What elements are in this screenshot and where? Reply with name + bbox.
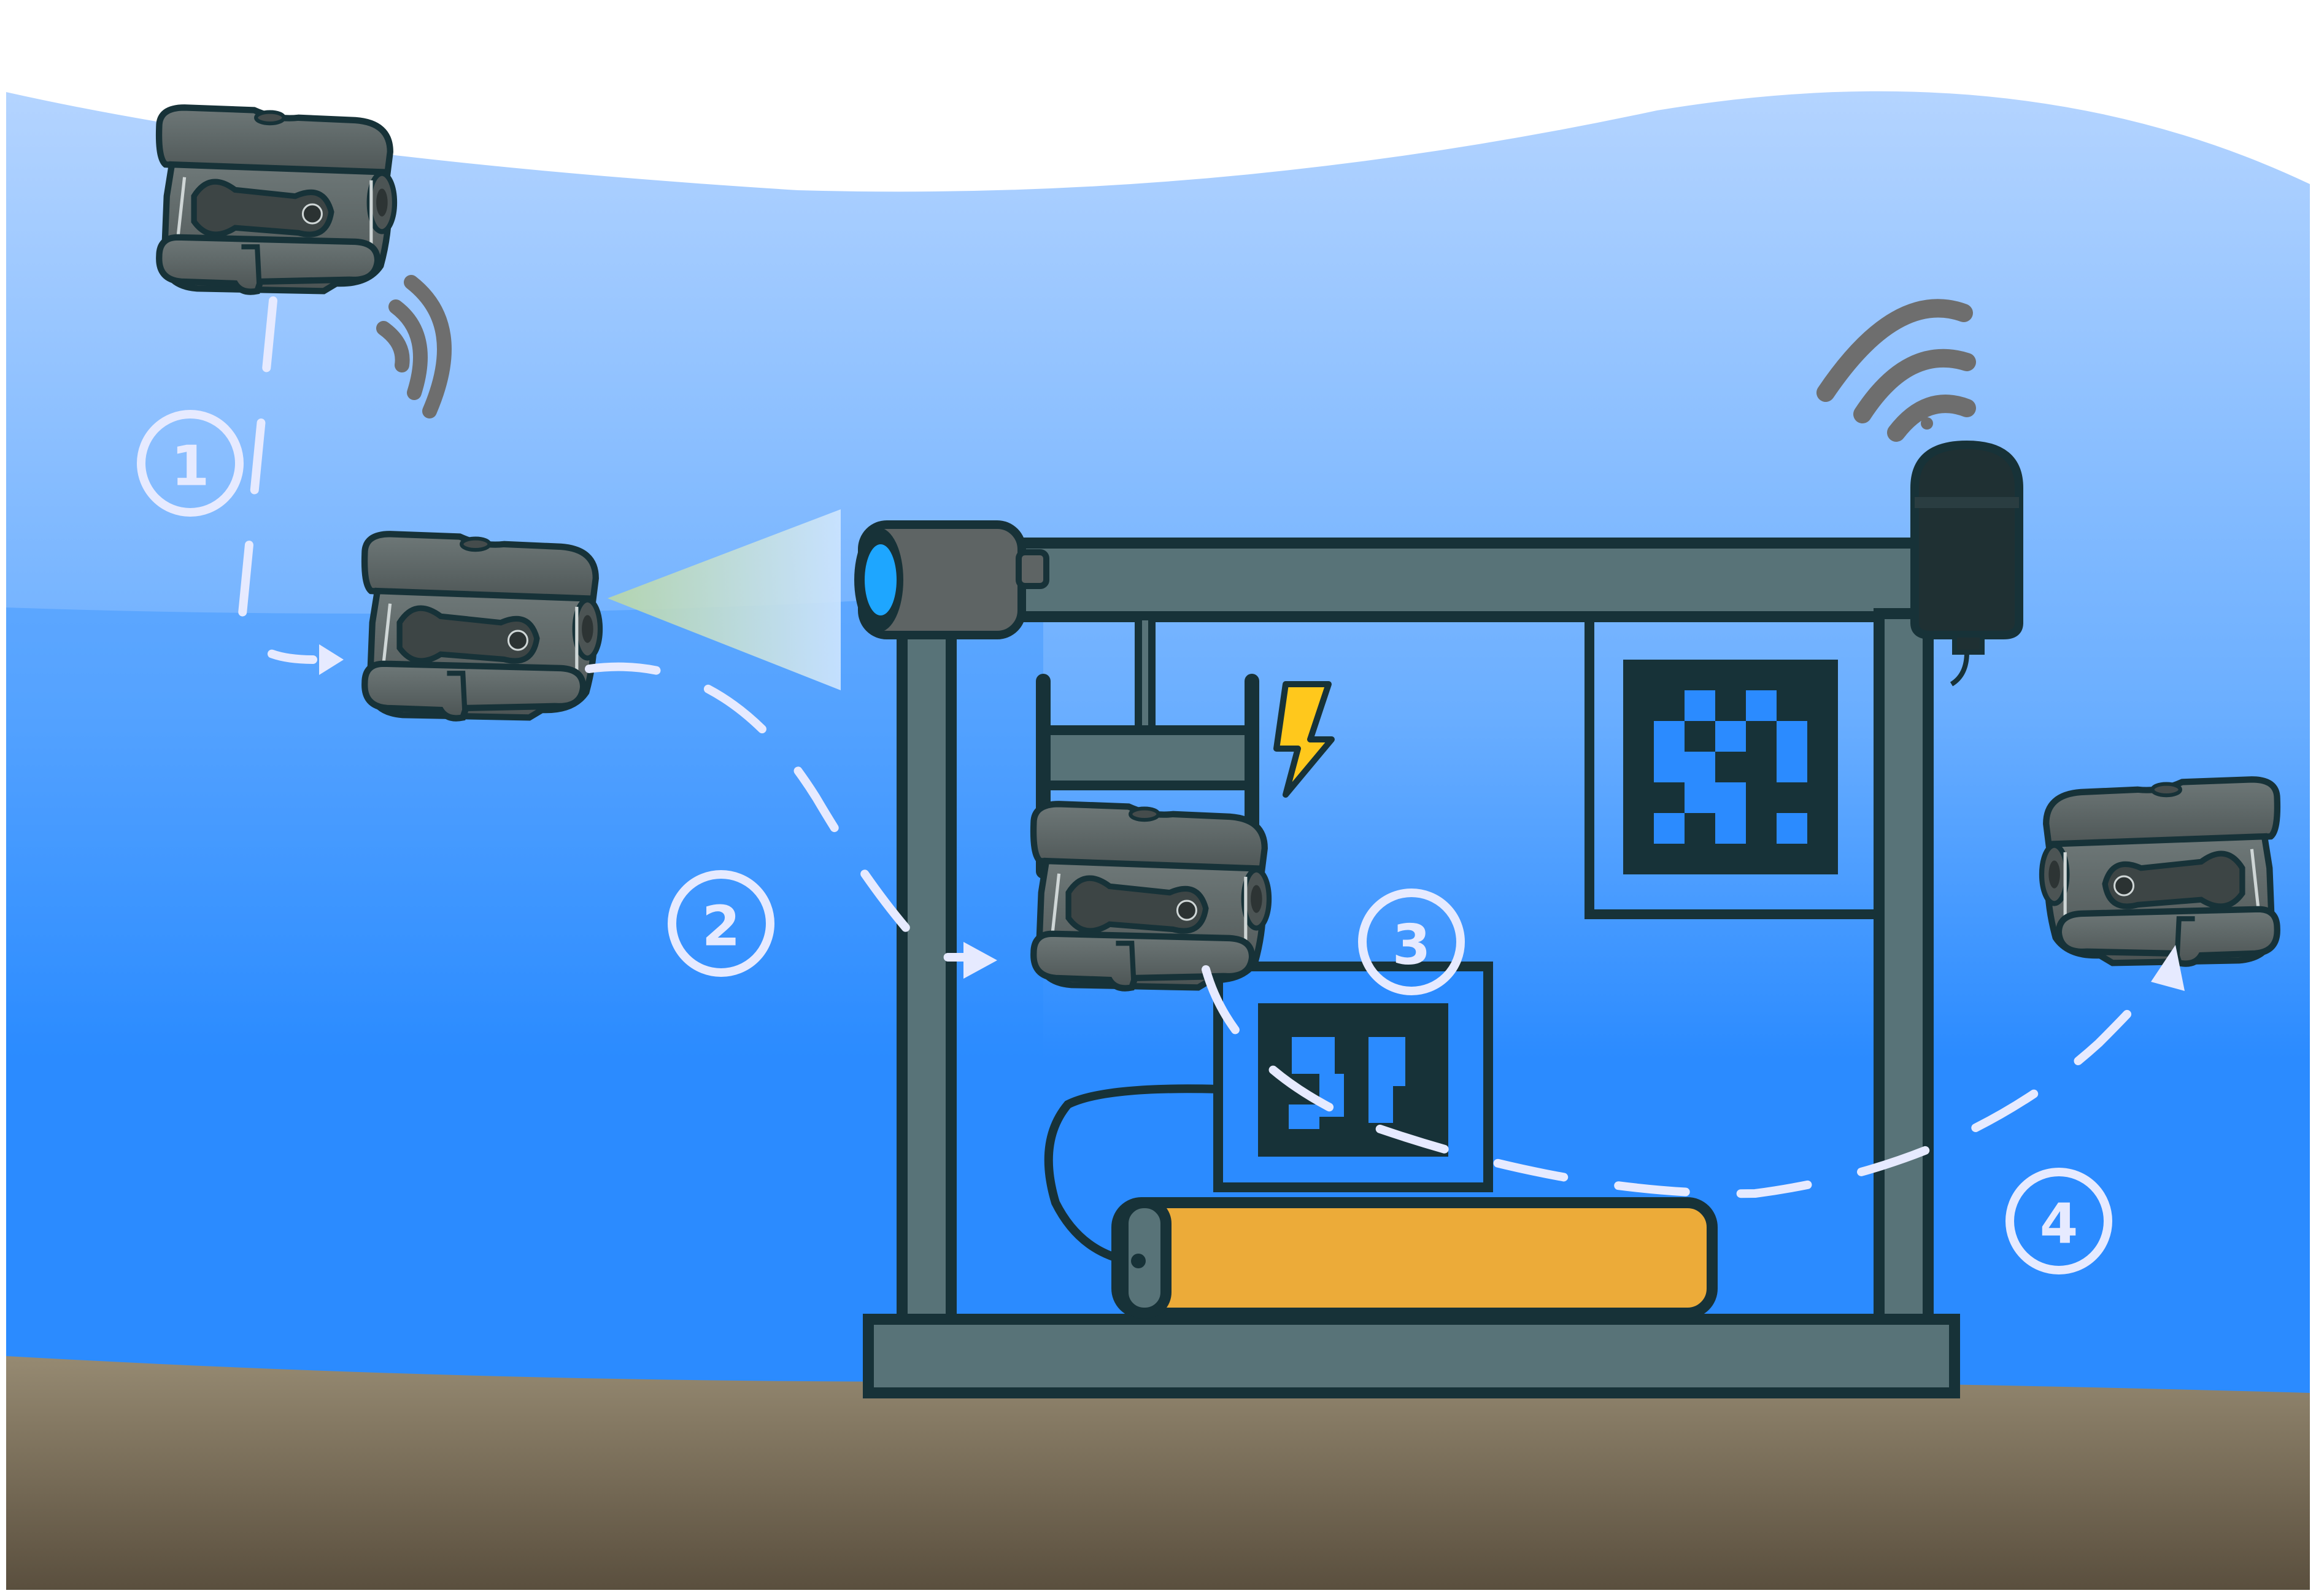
water-band (6, 589, 1043, 1473)
wifi-icon (1816, 299, 1976, 442)
step-label-3: 3 (1358, 889, 1465, 995)
step-label-2: 2 (668, 870, 774, 977)
battery (1111, 1197, 1718, 1319)
rov-step-2 (365, 534, 600, 718)
rov-step-1 (159, 107, 395, 291)
power-cable (1044, 1084, 1219, 1265)
camera-light (608, 509, 1049, 690)
step-label-4: 4 (2005, 1168, 2112, 1274)
svg-text:2: 2 (702, 895, 741, 959)
light-beam (608, 509, 841, 690)
step-label-1: 1 (137, 410, 244, 517)
wireless-signal-icon (376, 275, 452, 418)
rov-step-4 (2042, 779, 2277, 963)
rov-docked (1033, 804, 1269, 988)
svg-text:3: 3 (1392, 913, 1431, 977)
svg-text:4: 4 (2040, 1192, 2079, 1257)
seabed (6, 1356, 2310, 1590)
aruco-marker-small (1213, 962, 1493, 1192)
aruco-marker-large (1585, 617, 1879, 919)
trajectory-path (237, 296, 2185, 1198)
camera-lens (865, 544, 897, 615)
lightning-bolt-icon (1273, 681, 1335, 798)
svg-text:1: 1 (171, 434, 210, 499)
communication-module (1910, 440, 2023, 687)
